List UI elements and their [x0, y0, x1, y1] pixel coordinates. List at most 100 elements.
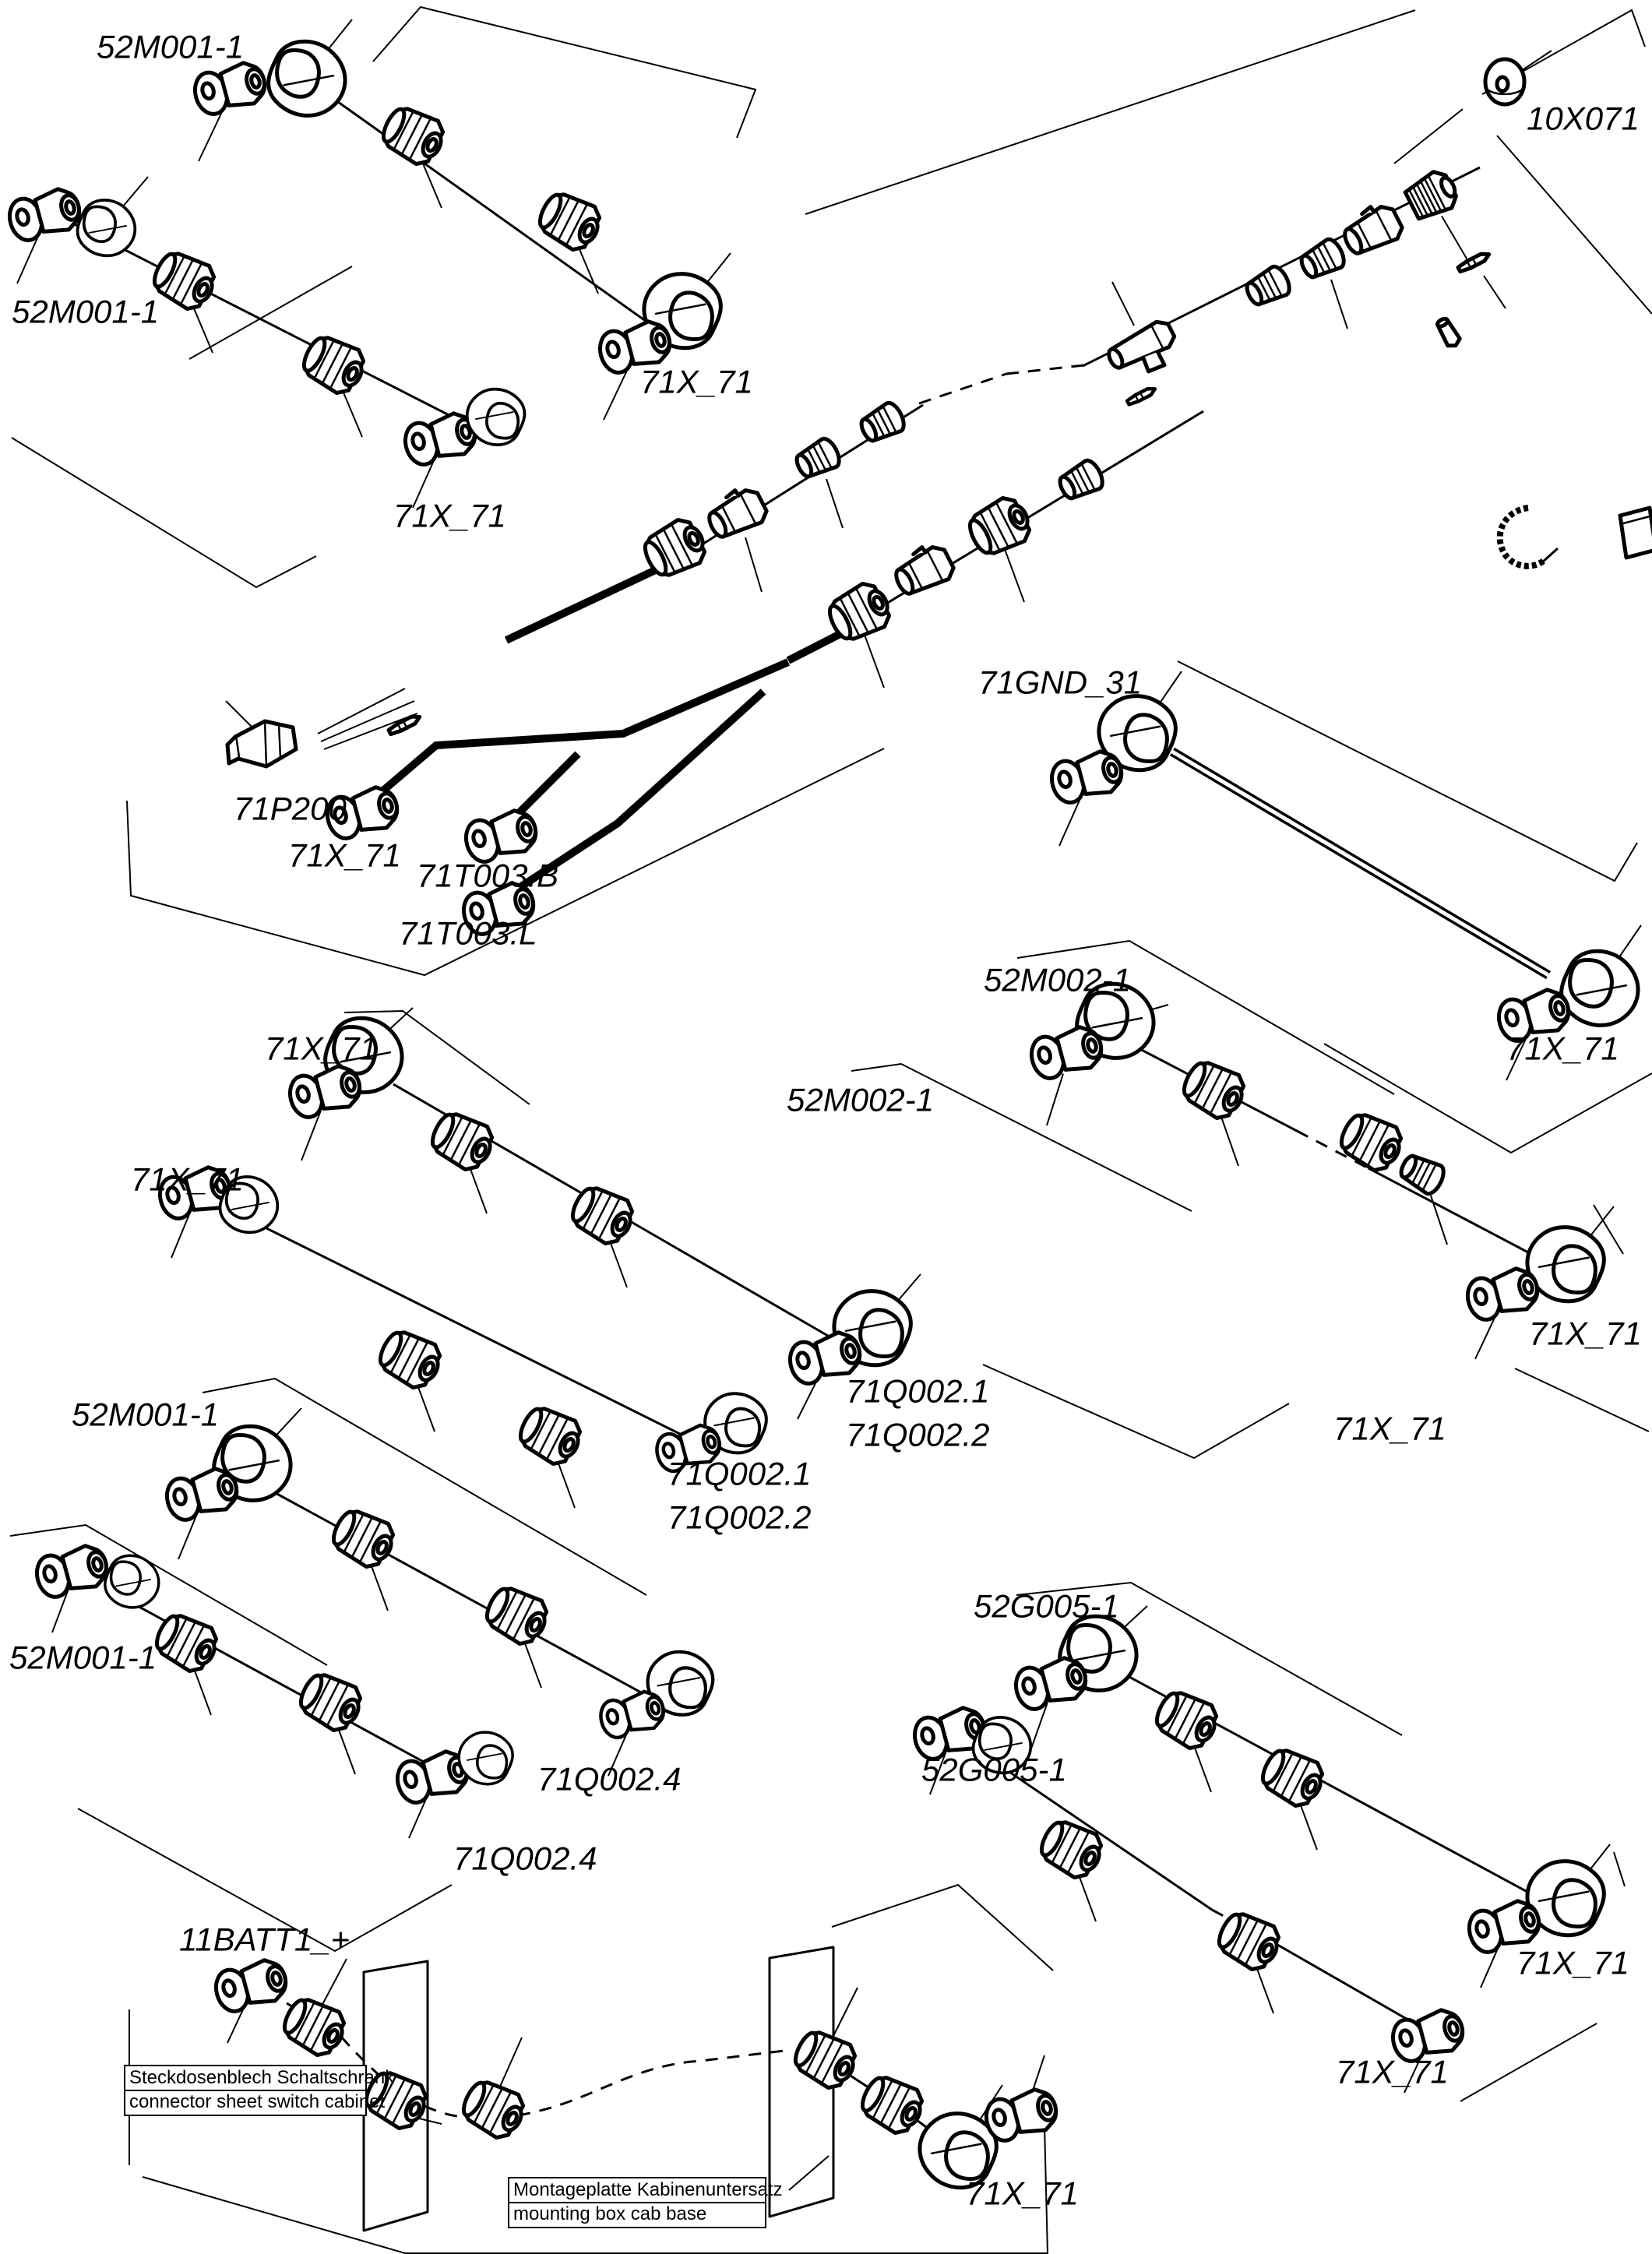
cables-layer: [71, 98, 1552, 2191]
cable-wire: [1393, 108, 1464, 164]
frame-border-line: [77, 1808, 453, 1953]
gland-part: [1335, 1107, 1408, 1176]
part-label: 71X_71: [393, 497, 506, 534]
part-label: 71X_71: [131, 1160, 244, 1197]
leader-line: [1058, 796, 1082, 847]
grommet-part: [792, 435, 843, 482]
boot-part: [262, 33, 354, 124]
part-labels-layer: 52M001-1 10X071 52M001-1 71X_71 71X_71 71GND_…: [9, 28, 1642, 2211]
frame-border-line: [1323, 1043, 1652, 1154]
grommet-part: [1397, 1150, 1447, 1197]
leader-line: [1004, 550, 1025, 603]
frame-border-line: [1016, 939, 1395, 1095]
leader-line: [340, 385, 363, 438]
part-label: 71X_71: [966, 2175, 1079, 2211]
leader-line: [171, 1211, 192, 1259]
cable-wire: [320, 700, 415, 742]
frame-border-line: [851, 1062, 1192, 1212]
part-label: 11BATT1_+: [179, 1921, 350, 1957]
gland-part: [457, 2074, 530, 2143]
gland-part: [377, 100, 450, 170]
gland-part: [1035, 1814, 1108, 1883]
part-label: 71Q002.4: [537, 1760, 682, 1797]
frame-border-line: [188, 266, 353, 360]
cable-wire: [918, 372, 1007, 405]
lug-part: [1027, 1023, 1106, 1082]
leader-line: [335, 1722, 356, 1775]
part-label: 71X_71: [1336, 2053, 1449, 2090]
part-label: 52G005-1: [921, 1751, 1067, 1787]
leader-line: [178, 1513, 199, 1560]
leader-line: [1506, 1034, 1529, 1081]
leader-line: [1430, 1195, 1448, 1245]
part-label: 71GND_31: [978, 664, 1142, 700]
frame-border-line: [1613, 1851, 1626, 1887]
lug-part: [163, 1465, 241, 1523]
leader-line: [499, 2037, 523, 2087]
p200-part: [227, 721, 296, 766]
part-label: 71Q002.2: [846, 1416, 990, 1453]
leader-line: [864, 636, 885, 689]
part-label: 71X_71: [288, 836, 401, 873]
gland-part: [374, 1324, 447, 1393]
lug-part: [212, 1956, 291, 2015]
part-label: 52M002-1: [984, 961, 1131, 998]
part-label: 52M001-1: [12, 293, 159, 329]
part-label: 10X071: [1527, 100, 1640, 136]
cable-heavy: [502, 689, 766, 901]
leader-line: [1076, 1869, 1097, 1922]
part-label: 71Q002.1: [667, 1455, 812, 1492]
sticker-part: [1620, 508, 1652, 558]
leader-line: [190, 301, 213, 354]
part-label: 52M001-1: [9, 1639, 157, 1675]
leader-line: [408, 1794, 429, 1839]
cable-wire: [317, 688, 406, 734]
part-label: 71T003.L: [399, 914, 537, 951]
frame-border-line: [831, 1883, 1054, 1971]
leader-line: [576, 241, 599, 294]
cable-wire: [108, 1589, 439, 1771]
cable-wire: [517, 2048, 791, 2117]
part-label: 52M001-1: [72, 1396, 219, 1432]
leader-line: [1518, 50, 1552, 73]
part-label: 71X_71: [265, 1030, 378, 1066]
gland-part: [278, 1992, 351, 2061]
part-label: 71Q002.1: [846, 1372, 990, 1409]
cable-wire: [1006, 363, 1091, 375]
frame-border-line: [202, 1377, 647, 1596]
cable-wire: [273, 1491, 659, 1703]
leader-line: [191, 1663, 212, 1716]
leader-line: [1253, 1961, 1274, 2014]
callout-text-de: Steckdosenblech Schaltschrank: [129, 2067, 395, 2088]
leader-line: [929, 1750, 947, 1795]
pin-part: [388, 713, 421, 735]
leader-line: [412, 458, 435, 509]
grommet-part: [857, 400, 907, 446]
gland-part: [534, 186, 607, 255]
grommet-part: [1242, 263, 1293, 310]
mounting-panel: [768, 1946, 835, 2218]
leader-line: [419, 156, 442, 209]
boot-part: [98, 1548, 167, 1615]
gland-part: [1213, 1906, 1286, 1975]
leader-line: [321, 1958, 347, 2006]
part-label: 71P200: [234, 790, 347, 826]
frame-lines-layer: [9, 5, 1652, 2254]
leader-line: [603, 368, 629, 421]
gland-part: [426, 1106, 499, 1175]
leader-line: [826, 478, 844, 529]
plug-part: [702, 482, 770, 544]
pin-part: [1126, 386, 1157, 406]
plug-part: [1337, 199, 1406, 260]
lug-part: [286, 1062, 365, 1121]
frame-border-line: [1593, 1204, 1624, 1255]
parts-layer: [5, 19, 1652, 2196]
sleeve-part: [1435, 316, 1462, 349]
part-label: 52G005-1: [974, 1587, 1119, 1624]
cable-wire: [982, 1752, 1213, 1911]
gland-part: [327, 1503, 400, 1573]
cable-wire: [1278, 1944, 1426, 2031]
frame-border-line: [1514, 1368, 1650, 1432]
